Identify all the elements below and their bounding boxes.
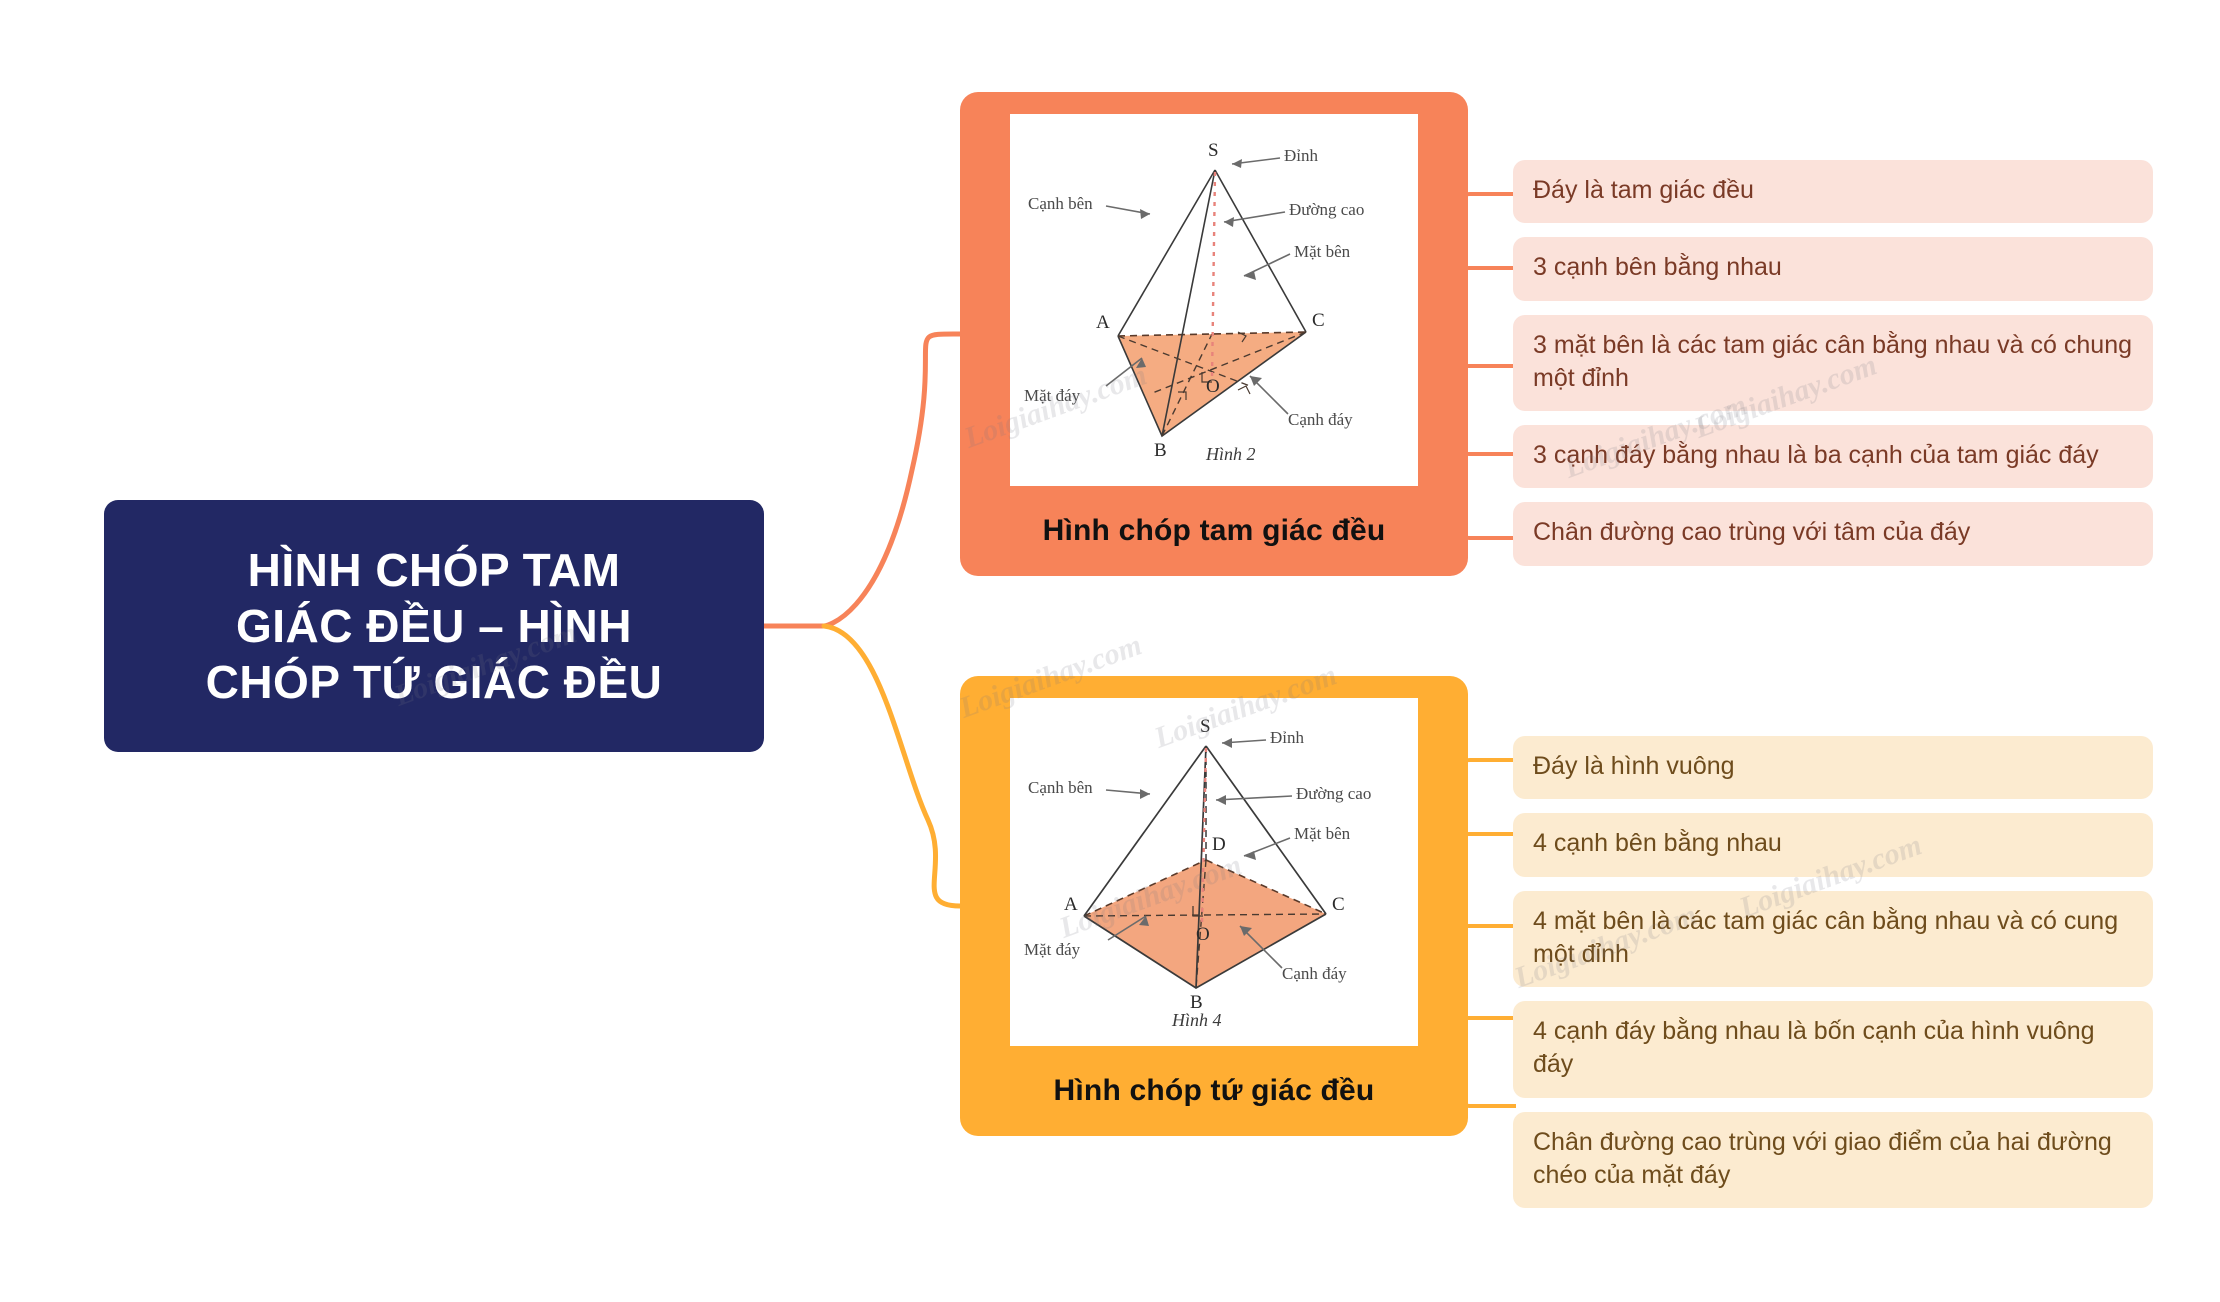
figure-label-canh-ben: Cạnh bên [1028,194,1093,213]
figure-hinh-4: S A B C D O Đỉnh Đường cao Mặt bên Cạnh … [1010,698,1418,1046]
card-hinh-chop-tu-giac-deu[interactable]: S A B C D O Đỉnh Đường cao Mặt bên Cạnh … [960,676,1468,1136]
bullet-item[interactable]: 3 mặt bên là các tam giác cân bằng nhau … [1513,314,2153,411]
bullet-list-tu-giac-deu: Đáy là hình vuông 4 cạnh bên bằng nhau 4… [1513,736,2153,1222]
figure-caption-hinh-2: Hình 2 [1206,444,1256,464]
figure-label-duong-cao: Đường cao [1296,784,1372,803]
bullet-item[interactable]: 4 cạnh đáy bằng nhau là bốn cạnh của hìn… [1513,1001,2153,1098]
bullet-item[interactable]: Chân đường cao trùng với tâm của đáy [1513,502,2153,566]
figure-label-canh-ben: Cạnh bên [1028,778,1093,797]
bullet-item[interactable]: Đáy là hình vuông [1513,736,2153,800]
bullet-item[interactable]: 3 cạnh đáy bằng nhau là ba cạnh của tam … [1513,425,2153,489]
vertex-label-s: S [1208,140,1219,161]
figure-label-canh-day: Cạnh đáy [1282,964,1347,983]
figure-label-mat-day: Mặt đáy [1024,940,1081,959]
figure-caption-hinh-4: Hình 4 [1172,1010,1222,1030]
root-node[interactable]: HÌNH CHÓP TAM GIÁC ĐỀU – HÌNH CHÓP TỨ GI… [104,500,764,752]
vertex-label-b: B [1190,992,1203,1013]
bullet-item[interactable]: 3 cạnh bên bằng nhau [1513,237,2153,301]
figure-hinh-2: S A B C O Đỉnh Đường cao Mặt bên Cạnh bê… [1010,114,1418,486]
card-hinh-chop-tam-giac-deu[interactable]: S A B C O Đỉnh Đường cao Mặt bên Cạnh bê… [960,92,1468,576]
vertex-label-o: O [1206,376,1220,397]
vertex-label-c: C [1312,310,1325,331]
vertex-label-d: D [1212,834,1226,855]
figure-label-mat-ben: Mặt bên [1294,242,1351,261]
figure-label-duong-cao: Đường cao [1289,200,1365,219]
bullet-list-tam-giac-deu: Đáy là tam giác đều 3 cạnh bên bằng nhau… [1513,160,2153,580]
bullet-item[interactable]: 4 cạnh bên bằng nhau [1513,813,2153,877]
card-caption-tam-giac-deu: Hình chóp tam giác đều [1042,514,1386,547]
figure-label-mat-ben: Mặt bên [1294,824,1351,843]
root-node-title: HÌNH CHÓP TAM GIÁC ĐỀU – HÌNH CHÓP TỨ GI… [205,543,663,709]
vertex-label-s: S [1200,716,1211,737]
vertex-label-a: A [1096,312,1110,333]
figure-label-dinh: Đỉnh [1284,146,1318,165]
vertex-label-o: O [1196,924,1210,945]
vertex-label-c: C [1332,894,1345,915]
triangular-pyramid-drawing [1105,157,1307,438]
bullet-item[interactable]: Đáy là tam giác đều [1513,160,2153,224]
vertex-label-a: A [1064,894,1078,915]
card-caption-tu-giac-deu: Hình chóp tứ giác đều [1053,1074,1375,1107]
bullet-item[interactable]: Chân đường cao trùng với giao điểm của h… [1513,1111,2153,1208]
figure-label-mat-day: Mặt đáy [1024,386,1081,405]
figure-label-dinh: Đỉnh [1270,728,1304,747]
vertex-label-b: B [1154,440,1167,461]
bullet-item[interactable]: 4 mặt bên là các tam giác cân bằng nhau … [1513,890,2153,987]
figure-label-canh-day: Cạnh đáy [1288,410,1353,429]
square-pyramid-drawing [1083,738,1327,989]
